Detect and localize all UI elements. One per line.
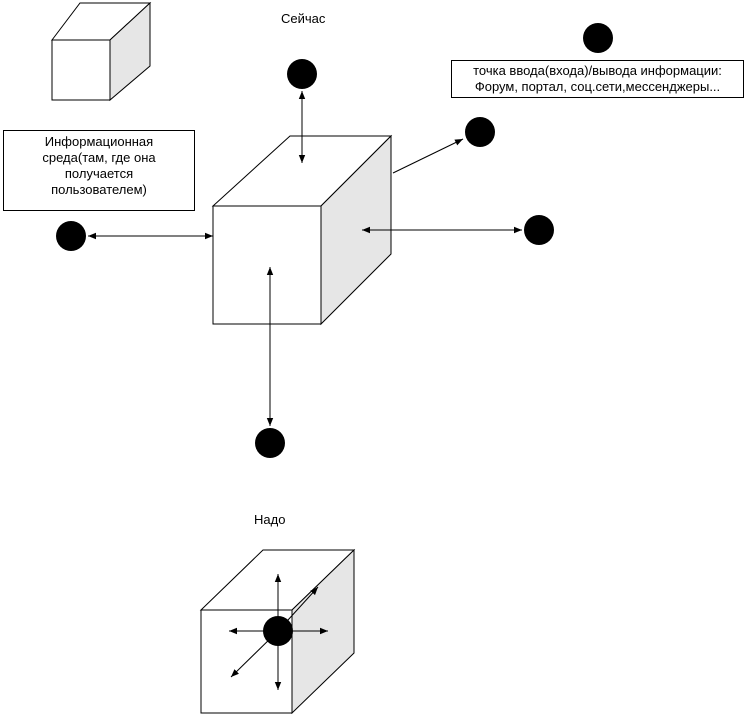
- entry-point-label: точка ввода(входа)/вывода информации: Фо…: [451, 60, 744, 98]
- entry-point-line2: Форум, портал, соц.сети,мессенджеры...: [474, 79, 721, 94]
- legend-cube: [50, 1, 152, 102]
- arrow-upper-right: [392, 138, 464, 174]
- node-upper-right: [465, 117, 495, 147]
- info-env-text: Информационная среда(там, где она получа…: [42, 134, 156, 197]
- entry-point-line1: точка ввода(входа)/вывода информации:: [473, 63, 722, 78]
- label-need: Надо: [254, 512, 286, 527]
- node-top: [287, 59, 317, 89]
- node-legend: [583, 23, 613, 53]
- node-bottom: [255, 428, 285, 458]
- info-env-label: Информационная среда(там, где она получа…: [3, 130, 195, 211]
- node-left: [56, 221, 86, 251]
- node-right: [524, 215, 554, 245]
- label-now: Сейчас: [281, 11, 326, 26]
- current-cube: [211, 134, 393, 326]
- node-center: [263, 616, 293, 646]
